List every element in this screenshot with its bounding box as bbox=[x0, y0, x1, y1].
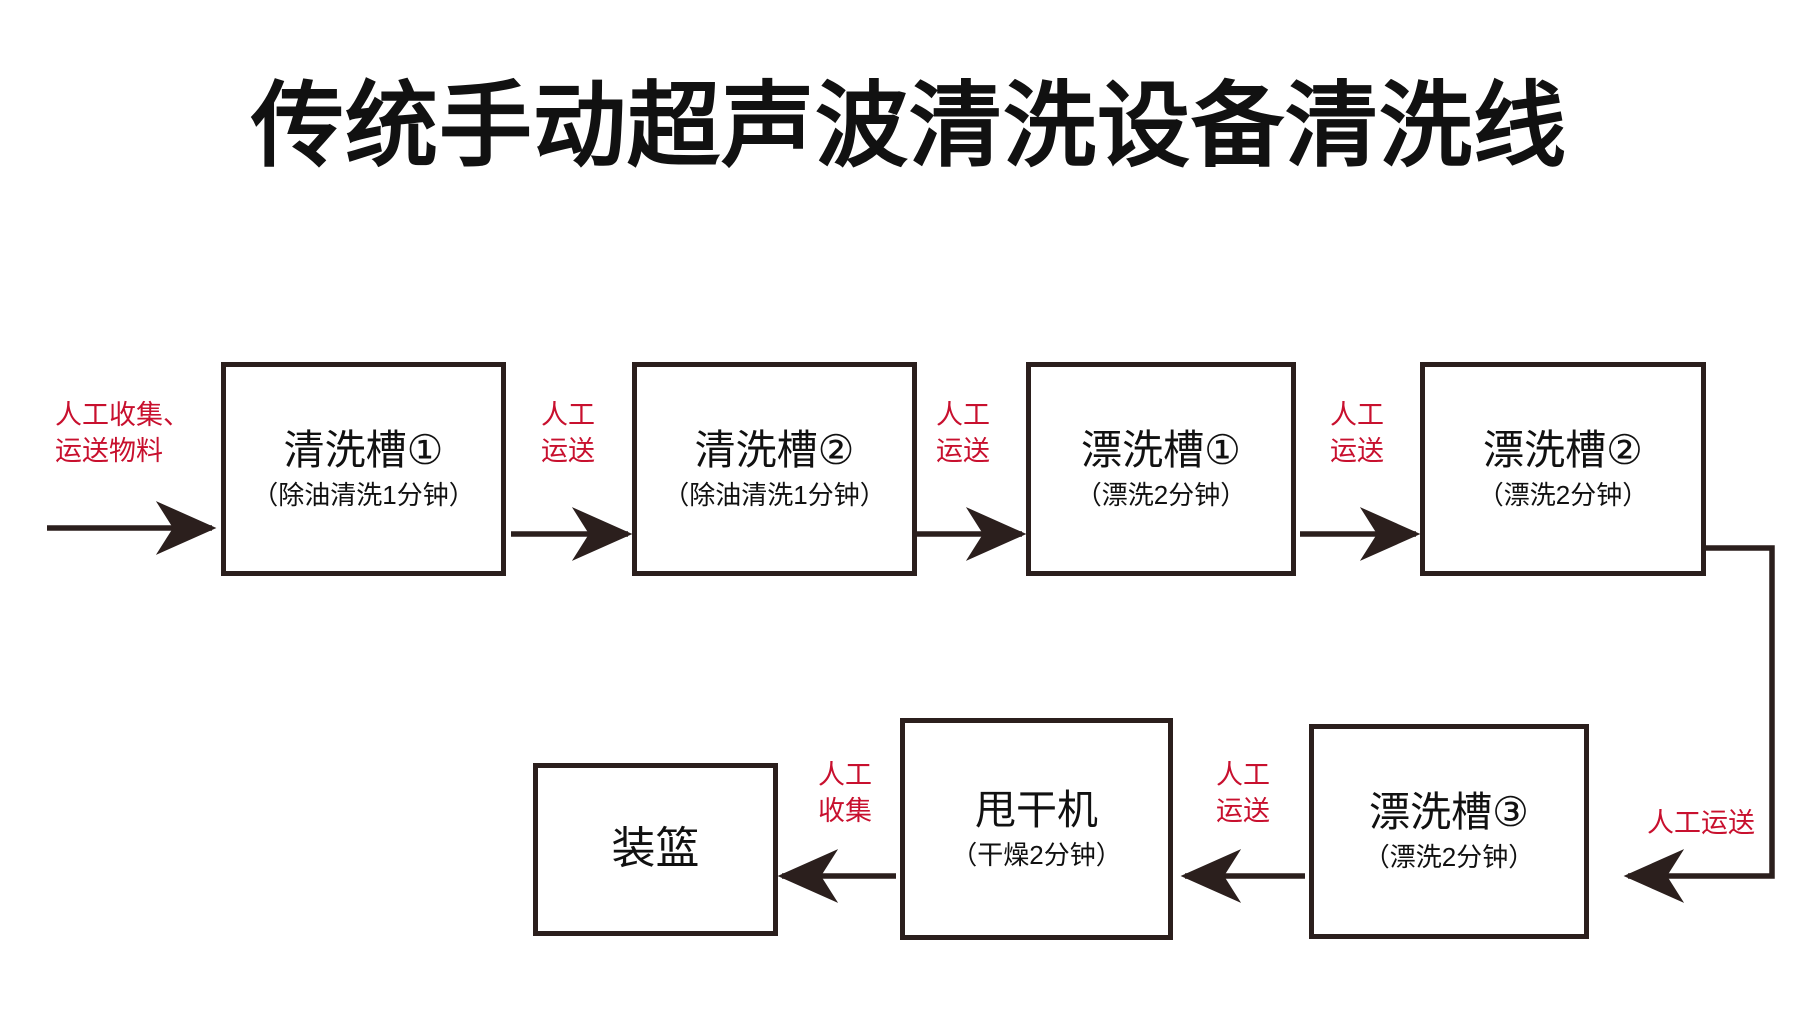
node-title: 清洗槽① bbox=[283, 426, 444, 473]
node-subtitle: （漂洗2分钟） bbox=[1477, 479, 1649, 510]
node-title: 装篮 bbox=[611, 824, 700, 874]
node-tank-rinse-2[interactable]: 漂洗槽② （漂洗2分钟） bbox=[1420, 362, 1706, 576]
node-spin-dryer[interactable]: 甩干机 （干燥2分钟） bbox=[900, 718, 1173, 940]
node-title: 清洗槽② bbox=[694, 426, 855, 473]
node-subtitle: （除油清洗1分钟） bbox=[663, 479, 886, 510]
edge-label-wash2-to-rinse1: 人工 运送 bbox=[936, 400, 990, 466]
node-tank-rinse-1[interactable]: 漂洗槽① （漂洗2分钟） bbox=[1026, 362, 1296, 576]
edge-label-rinse2-to-rinse3: 人工运送 bbox=[1647, 808, 1755, 838]
node-subtitle: （漂洗2分钟） bbox=[1363, 842, 1535, 873]
node-subtitle: （漂洗2分钟） bbox=[1075, 479, 1247, 510]
edge-label-rinse1-to-rinse2: 人工 运送 bbox=[1330, 400, 1384, 466]
node-subtitle: （除油清洗1分钟） bbox=[252, 479, 475, 510]
edge-label-dryer-to-basket: 人工 收集 bbox=[818, 760, 872, 826]
node-tank-rinse-3[interactable]: 漂洗槽③ （漂洗2分钟） bbox=[1309, 724, 1589, 939]
node-tank-wash-1[interactable]: 清洗槽① （除油清洗1分钟） bbox=[221, 362, 506, 576]
edge-label-intake: 人工收集、 运送物料 bbox=[55, 400, 190, 466]
page-title: 传统手动超声波清洗设备清洗线 bbox=[251, 74, 1567, 178]
node-subtitle: （干燥2分钟） bbox=[951, 839, 1122, 870]
edge-label-rinse3-to-dryer: 人工 运送 bbox=[1216, 760, 1270, 826]
node-basket[interactable]: 装篮 bbox=[533, 763, 778, 936]
node-title: 漂洗槽② bbox=[1483, 426, 1643, 473]
node-title: 漂洗槽① bbox=[1081, 426, 1241, 473]
node-tank-wash-2[interactable]: 清洗槽② （除油清洗1分钟） bbox=[632, 362, 917, 576]
edge-label-wash1-to-wash2: 人工 运送 bbox=[541, 400, 595, 466]
node-title: 甩干机 bbox=[975, 786, 1098, 833]
node-title: 漂洗槽③ bbox=[1369, 789, 1529, 836]
